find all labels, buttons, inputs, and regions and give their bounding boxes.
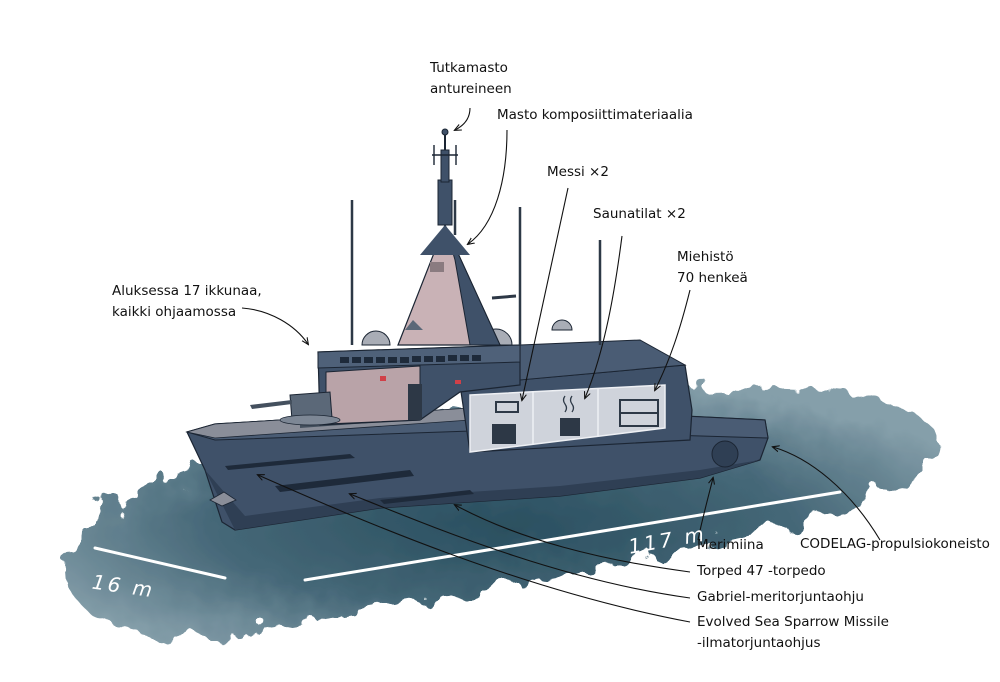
label-radar-mast: Tutkamasto antureineen — [430, 58, 512, 100]
radar-mast — [432, 128, 458, 226]
label-mine: Merimiina — [697, 537, 764, 553]
label-essm-line1: Evolved Sea Sparrow Missile — [697, 614, 889, 630]
label-windows: Aluksessa 17 ikkunaa, kaikki ohjaamossa — [112, 281, 262, 323]
label-mess: Messi ×2 — [547, 164, 609, 180]
label-torpedo: Torped 47 -torpedo — [697, 563, 826, 579]
label-crew-line2: 70 henkeä — [677, 270, 748, 286]
label-essm-line2: -ilmatorjuntaohjus — [697, 635, 821, 651]
gun-turret — [250, 391, 341, 426]
label-windows-line2: kaikki ohjaamossa — [112, 304, 237, 320]
label-composite-mast: Masto komposiittimateriaalia — [497, 107, 693, 123]
bridge — [317, 344, 521, 426]
cutaway-compartments — [469, 384, 666, 453]
leader-lines — [241, 107, 881, 623]
label-crew: Miehistö 70 henkeä — [677, 247, 748, 289]
label-radar-mast-line1: Tutkamasto — [430, 60, 508, 76]
label-gabriel: Gabriel-meritorjuntaohju — [697, 589, 864, 605]
dimension-lines — [93, 490, 842, 582]
composite-mast — [397, 223, 501, 346]
label-essm: Evolved Sea Sparrow Missile -ilmatorjunt… — [697, 612, 889, 654]
label-propulsion: CODELAG-propulsiokoneisto — [800, 536, 990, 552]
antennas — [350, 200, 602, 345]
label-radar-mast-line2: antureineen — [430, 81, 512, 97]
label-sauna: Saunatilat ×2 — [593, 206, 686, 222]
label-windows-line1: Aluksessa 17 ikkunaa, — [112, 283, 262, 299]
label-crew-line1: Miehistö — [677, 249, 734, 265]
